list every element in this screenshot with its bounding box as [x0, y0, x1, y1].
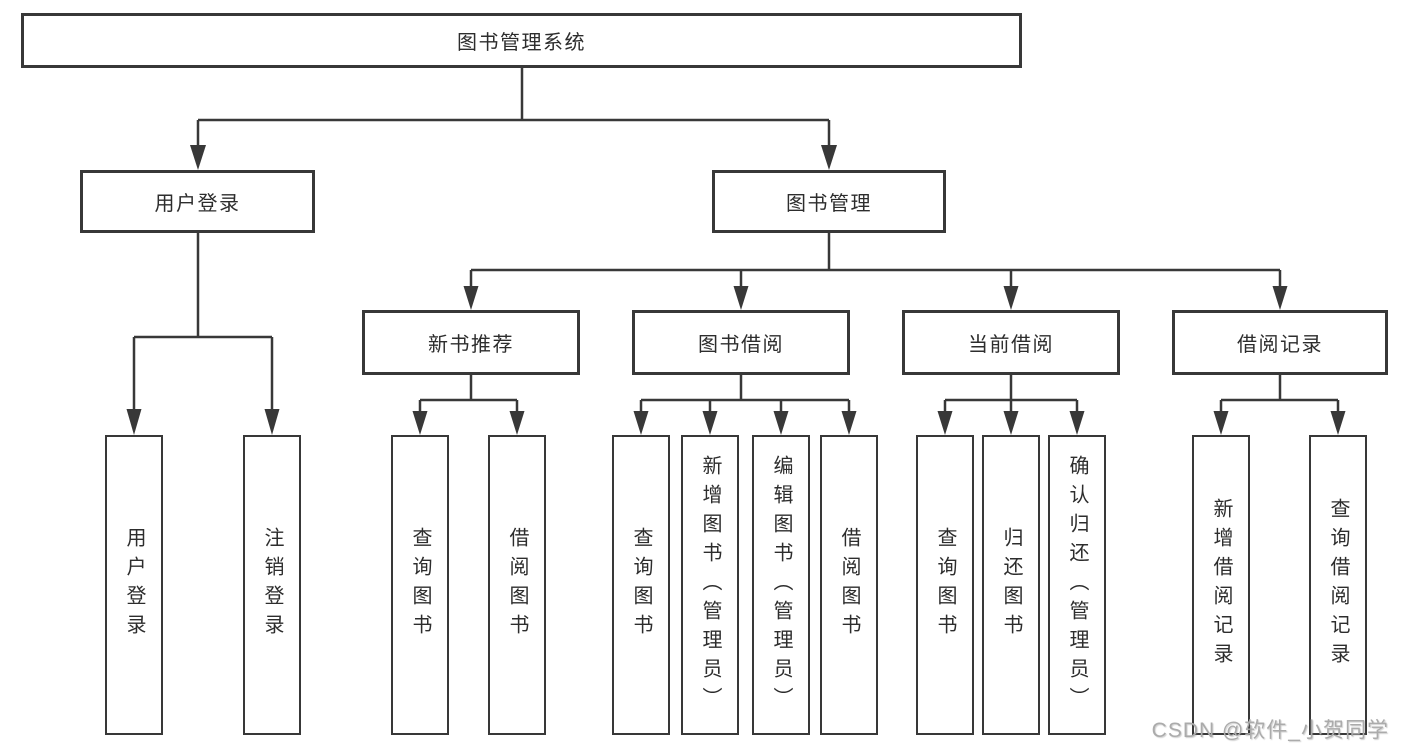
node-book-management: 图书管理 — [712, 170, 946, 233]
leaf-cb-return-book: 归还图书 — [982, 435, 1040, 735]
leaf-cb-query-book-label: 查询图书 — [934, 527, 956, 643]
node-new-book-recommend-label: 新书推荐 — [428, 334, 514, 356]
leaf-bb-edit-book-admin-label: 编辑图书（管理员） — [770, 454, 792, 716]
leaf-br-add-record: 新增借阅记录 — [1192, 435, 1250, 735]
node-book-management-label: 图书管理 — [786, 193, 872, 215]
leaf-bb-add-book-admin-label: 新增图书（管理员） — [699, 454, 721, 716]
leaf-cb-return-book-label: 归还图书 — [1000, 527, 1022, 643]
leaf-br-add-record-label: 新增借阅记录 — [1210, 498, 1232, 672]
leaf-cb-confirm-return-admin: 确认归还（管理员） — [1048, 435, 1106, 735]
leaf-bb-query-book: 查询图书 — [612, 435, 670, 735]
node-book-borrow: 图书借阅 — [632, 310, 850, 375]
leaf-user-login-label: 用户登录 — [123, 527, 145, 643]
node-root-label: 图书管理系统 — [457, 32, 586, 54]
leaf-user-login: 用户登录 — [105, 435, 163, 735]
node-root-system: 图书管理系统 — [21, 13, 1022, 68]
connector-strokes — [132, 68, 1340, 413]
leaf-bb-edit-book-admin: 编辑图书（管理员） — [752, 435, 810, 735]
node-user-login: 用户登录 — [80, 170, 315, 233]
csdn-watermark: CSDN @软件_小贺同学 — [1151, 719, 1389, 742]
arrowheads — [126, 145, 1346, 435]
node-user-login-label: 用户登录 — [154, 193, 241, 215]
leaf-br-query-record-label: 查询借阅记录 — [1327, 498, 1349, 672]
node-borrow-record: 借阅记录 — [1172, 310, 1388, 375]
node-current-borrow: 当前借阅 — [902, 310, 1120, 375]
leaf-bb-add-book-admin: 新增图书（管理员） — [681, 435, 739, 735]
leaf-bb-borrow-book-label: 借阅图书 — [838, 527, 860, 643]
node-book-borrow-label: 图书借阅 — [698, 334, 784, 356]
node-borrow-record-label: 借阅记录 — [1237, 334, 1323, 356]
leaf-br-query-record: 查询借阅记录 — [1309, 435, 1367, 735]
leaf-nb-query-book: 查询图书 — [391, 435, 449, 735]
leaf-logout: 注销登录 — [243, 435, 301, 735]
node-current-borrow-label: 当前借阅 — [968, 334, 1054, 356]
leaf-bb-borrow-book: 借阅图书 — [820, 435, 878, 735]
leaf-cb-query-book: 查询图书 — [916, 435, 974, 735]
leaf-nb-borrow-book-label: 借阅图书 — [506, 527, 528, 643]
leaf-nb-borrow-book: 借阅图书 — [488, 435, 546, 735]
node-new-book-recommend: 新书推荐 — [362, 310, 580, 375]
leaf-nb-query-book-label: 查询图书 — [409, 527, 431, 643]
leaf-bb-query-book-label: 查询图书 — [630, 527, 652, 643]
leaf-cb-confirm-return-admin-label: 确认归还（管理员） — [1066, 454, 1088, 716]
leaf-logout-label: 注销登录 — [261, 527, 283, 643]
